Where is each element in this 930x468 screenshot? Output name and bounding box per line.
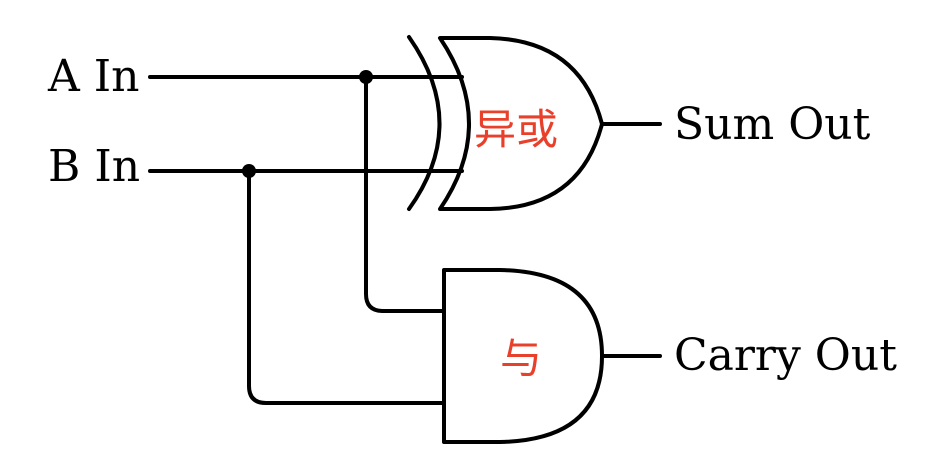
junction-a xyxy=(359,70,373,84)
xor-gate-input-arc xyxy=(407,35,442,211)
xor-gate-body xyxy=(438,36,604,211)
label-b-in: B In xyxy=(48,141,140,192)
wire-b-to-and xyxy=(247,169,446,405)
and-gate-label: 与 xyxy=(500,334,542,383)
junction-b xyxy=(242,164,256,178)
xor-gate-label: 异或 xyxy=(474,105,558,154)
label-sum-out: Sum Out xyxy=(674,99,871,150)
label-a-in: A In xyxy=(47,51,139,102)
wire-a-to-and xyxy=(364,75,446,313)
label-carry-out: Carry Out xyxy=(674,330,897,381)
